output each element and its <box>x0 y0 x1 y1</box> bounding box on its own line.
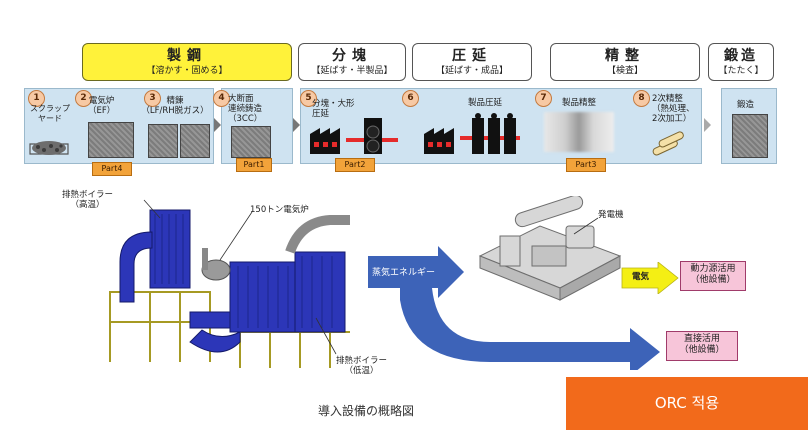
step-label: 電気炉 （EF） <box>88 96 116 116</box>
header-subtitle: 【検査】 <box>606 66 643 76</box>
step-number: 5 <box>300 90 317 107</box>
boiler-high-label: 排熱ボイラー （高温） <box>62 190 114 210</box>
step-number: 2 <box>75 90 92 107</box>
header-title: 分塊 <box>332 48 372 64</box>
header-forging: 鍛造 【たたく】 <box>708 43 774 81</box>
rolling-mill-icon <box>310 118 398 154</box>
header-subtitle: 【溶かす・固める】 <box>146 66 228 76</box>
furnace-image <box>88 122 134 158</box>
header-title: 圧延 <box>452 48 492 64</box>
step-number: 1 <box>28 90 45 107</box>
step-label: スクラップ ヤード <box>30 104 70 123</box>
finishing-image <box>544 112 614 152</box>
step-number: 3 <box>144 90 161 107</box>
header-subtitle: 【延ばす・半製品】 <box>311 66 393 76</box>
figure-caption: 導入設備の概略図 <box>318 404 415 418</box>
waste-heat-boiler-plant-illustration <box>109 199 350 368</box>
refining-image-a <box>148 124 178 158</box>
step-number: 7 <box>535 90 552 107</box>
product-rolling-icon <box>424 113 520 154</box>
header-steelmaking: 製鋼 【溶かす・固める】 <box>82 43 292 81</box>
scrap-pile-icon <box>29 141 69 155</box>
boiler-low-label: 排熱ボイラー （低温） <box>336 356 388 376</box>
refining-image-b <box>180 124 210 158</box>
part-tag: Part3 <box>566 158 606 172</box>
header-finishing: 精整 【検査】 <box>550 43 700 81</box>
header-title: 製鋼 <box>167 48 207 64</box>
electricity-label: 電気 <box>632 272 650 282</box>
header-title: 精整 <box>605 48 645 64</box>
steam-energy-label: 蒸気エネルギー <box>372 268 436 278</box>
part-tag: Part4 <box>92 162 132 176</box>
header-title: 鍛造 <box>724 48 758 64</box>
power-source-box: 動力源活用 （他設備） <box>680 261 746 291</box>
generator-label: 発電機 <box>598 210 624 220</box>
generator-illustration <box>478 196 622 301</box>
header-rolling: 圧延 【延ばす・成品】 <box>412 43 532 81</box>
step-label: 製品精整 <box>562 98 597 108</box>
casting-image <box>231 126 271 158</box>
part-tag: Part1 <box>236 158 272 172</box>
header-subtitle: 【たたく】 <box>718 66 764 76</box>
step-label: 2次精整 （熱処理、 2次加工） <box>652 94 695 124</box>
step-label: 大断面 連続鋳造 （3CC） <box>228 94 263 124</box>
header-subtitle: 【延ばす・成品】 <box>435 66 508 76</box>
flow-arrow-icon <box>214 118 221 132</box>
step-label: 製品圧延 <box>468 98 503 108</box>
header-blooming: 分塊 【延ばす・半製品】 <box>298 43 406 81</box>
step-label: 精錬 （LF/RH脱ガス） <box>141 96 209 116</box>
forging-image <box>732 114 768 158</box>
orc-banner: ORC 적용 <box>566 377 808 430</box>
flow-arrow-icon <box>704 118 711 132</box>
step-number: 6 <box>402 90 419 107</box>
logs-icon <box>652 131 684 156</box>
flow-arrow-icon <box>293 118 300 132</box>
step-number: 8 <box>633 90 650 107</box>
part-tag: Part2 <box>335 158 375 172</box>
steam-energy-arrows <box>368 246 660 370</box>
step-label: 分塊・大形 圧延 <box>312 99 355 119</box>
furnace-label: 150トン電気炉 <box>250 205 309 215</box>
direct-use-box: 直接活用 （他設備） <box>666 331 738 361</box>
step-number: 4 <box>213 90 230 107</box>
forging-label: 鍛造 <box>737 100 755 110</box>
electricity-arrow <box>621 262 679 294</box>
